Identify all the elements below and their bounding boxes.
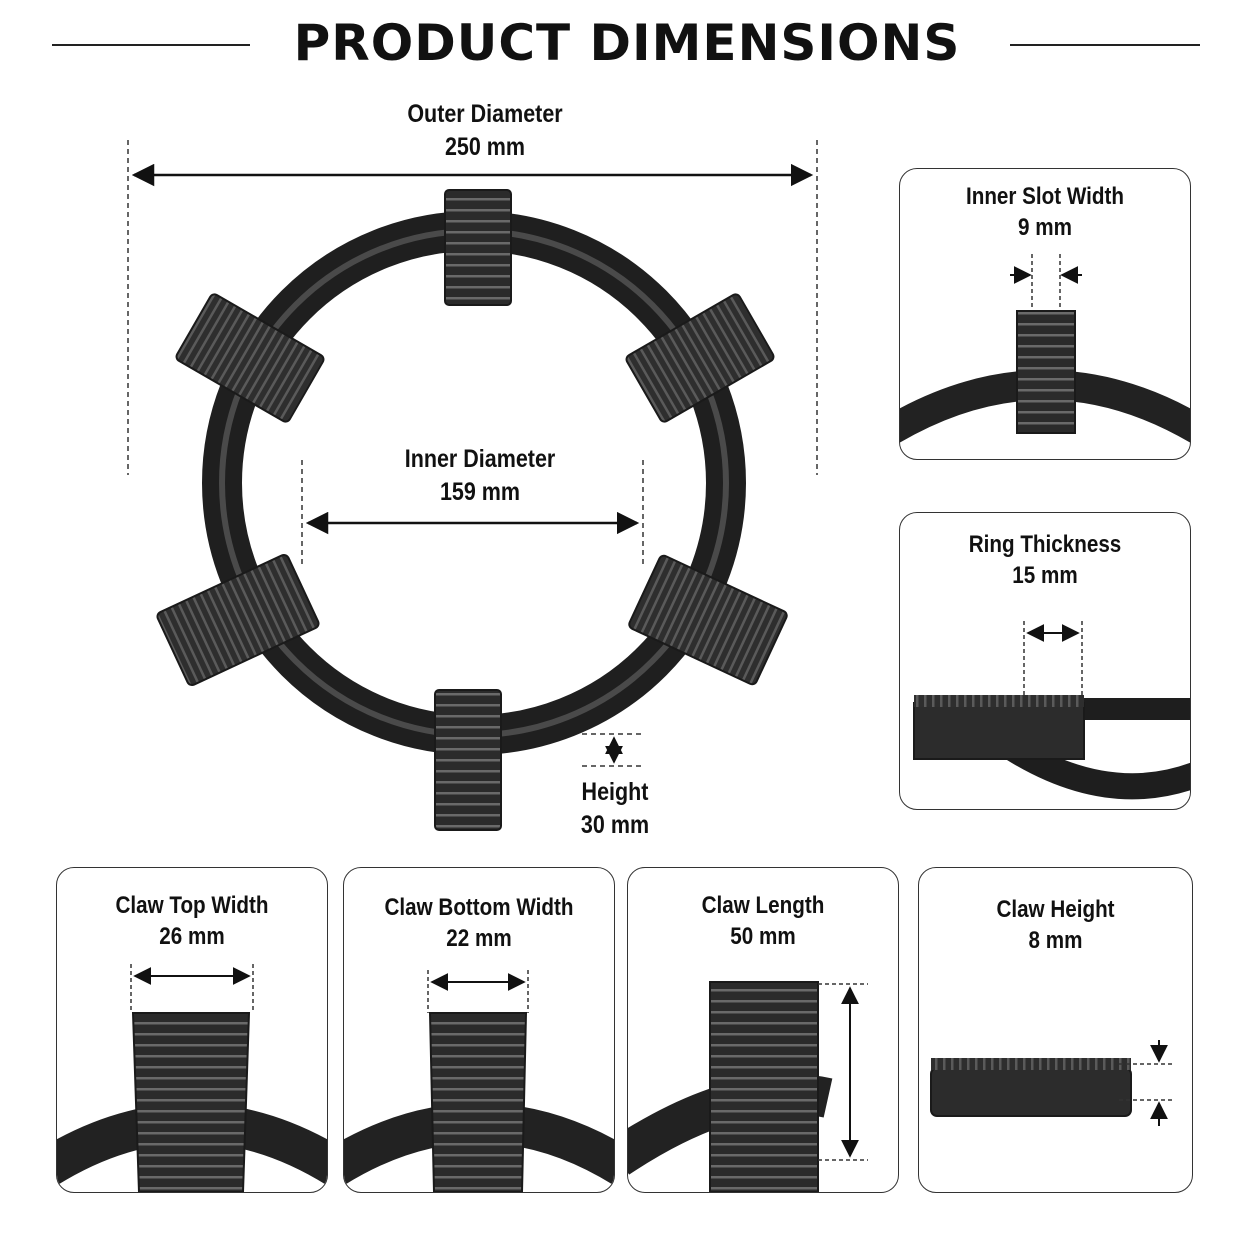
title-rule-right: [1010, 44, 1200, 46]
wok-ring-illustration: [127, 140, 818, 831]
inner-slot-width-title: Inner Slot Width: [965, 183, 1125, 210]
height-label: Height 30 mm: [551, 776, 680, 842]
outer-diameter-value: 250 mm: [444, 133, 526, 161]
height-title: Height: [581, 778, 649, 806]
inner-diameter-title: Inner Diameter: [404, 445, 556, 473]
panel-ring-thickness: Ring Thickness 15 mm: [899, 512, 1191, 810]
claw-top-width-label: Claw Top Width 26 mm: [76, 890, 308, 952]
outer-diameter-label: Outer Diameter 250 mm: [352, 98, 619, 164]
claw-height-label: Claw Height 8 mm: [938, 894, 1173, 956]
claw-upper-right: [625, 293, 775, 423]
claw-height-title: Claw Height: [996, 896, 1115, 923]
claw-height-value: 8 mm: [1028, 927, 1083, 954]
claw-top-width-title: Claw Top Width: [115, 892, 269, 919]
claw-top: [444, 189, 512, 306]
claw-top-width-value: 26 mm: [159, 923, 225, 950]
panel-claw-top-width: Claw Top Width 26 mm: [56, 867, 328, 1193]
inner-diameter-value: 159 mm: [439, 478, 521, 506]
claw-length-title: Claw Length: [701, 892, 825, 919]
panel-claw-length: Claw Length 50 mm: [627, 867, 899, 1193]
claw-bottom-width-label: Claw Bottom Width 22 mm: [363, 892, 595, 954]
claw-bottom: [434, 689, 502, 831]
inner-slot-width-value: 9 mm: [1018, 214, 1072, 241]
inner-slot-width-label: Inner Slot Width 9 mm: [920, 181, 1169, 243]
claw-lower-left: [156, 553, 320, 687]
claw-bottom-width-title: Claw Bottom Width: [384, 894, 574, 921]
ring-thickness-title: Ring Thickness: [968, 531, 1122, 558]
panel-claw-bottom-width: Claw Bottom Width 22 mm: [343, 867, 615, 1193]
claw-length-value: 50 mm: [730, 923, 796, 950]
page-title: PRODUCT DIMENSIONS: [293, 14, 961, 72]
title-rule-left: [52, 44, 250, 46]
claw-bottom-width-value: 22 mm: [446, 925, 512, 952]
claw-lower-right: [628, 554, 788, 686]
panel-inner-slot-width: Inner Slot Width 9 mm: [899, 168, 1191, 460]
ring-thickness-label: Ring Thickness 15 mm: [920, 529, 1169, 591]
panel-claw-height: Claw Height 8 mm: [918, 867, 1193, 1193]
inner-diameter-label: Inner Diameter 159 mm: [351, 443, 609, 509]
outer-diameter-title: Outer Diameter: [407, 100, 563, 128]
claw-upper-left: [175, 293, 325, 423]
height-value: 30 mm: [580, 811, 650, 839]
ring-thickness-value: 15 mm: [1012, 562, 1078, 589]
claw-length-label: Claw Length 50 mm: [647, 890, 879, 952]
